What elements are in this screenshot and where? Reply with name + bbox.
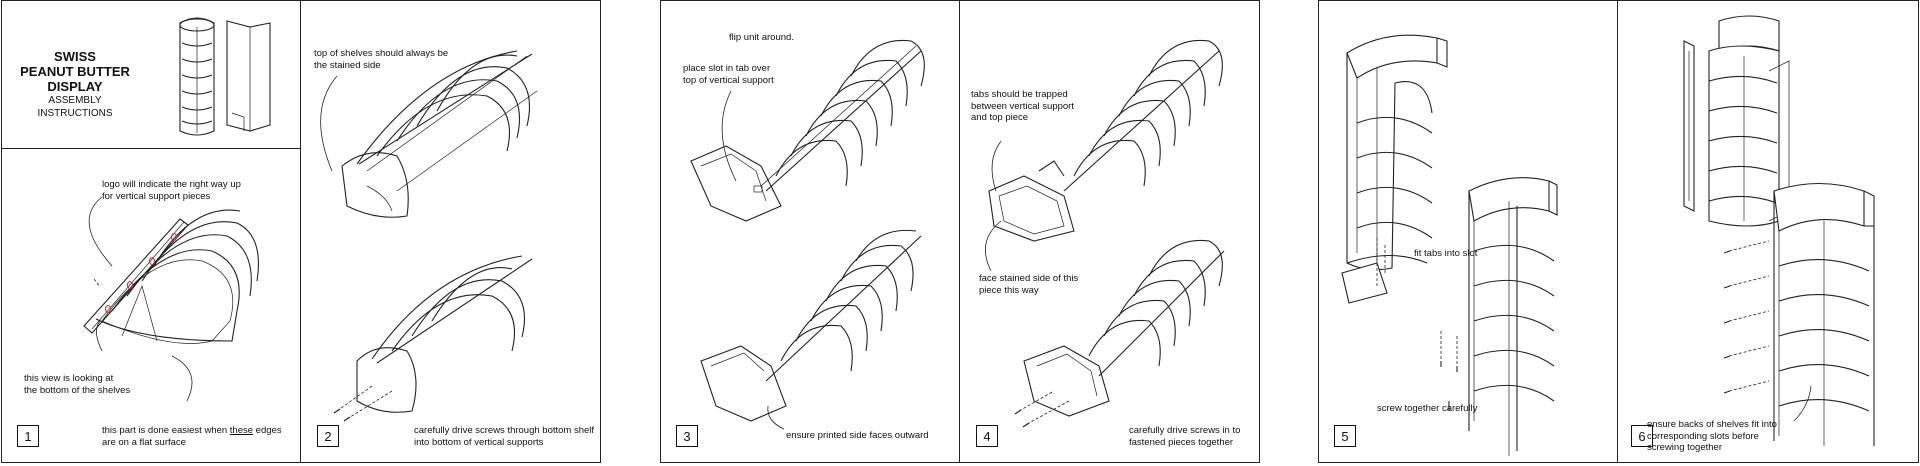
note-bottom-view: this view is looking at the bottom of th… [24, 373, 131, 396]
step4-illustration-top [988, 39, 1223, 242]
title-line-2: PEANUT BUTTER [20, 64, 130, 79]
step4-leaders [984, 140, 1002, 272]
step-number-1: 1 [17, 425, 39, 447]
step6-illustration-exploded [1683, 15, 1790, 227]
sheet2-column-divider [959, 1, 960, 462]
note-backs-slots: ensure backs of shelves fit into corresp… [1647, 419, 1777, 453]
step3-bottom-leader [767, 405, 785, 430]
note-drive-screws-bottom: carefully drive screws through bottom sh… [414, 425, 595, 448]
step2-illustration-top [341, 50, 538, 218]
title-line-3: DISPLAY [47, 79, 103, 94]
note-flip-unit: flip unit around. [729, 32, 794, 43]
title-line-1: SWISS [54, 49, 96, 64]
instruction-sheet-2: flip unit around. place slot in tab over… [660, 0, 1260, 463]
note-drive-screws-fasten: carefully drive screws in to fastened pi… [1129, 425, 1241, 448]
sheet1-column-divider [300, 1, 301, 462]
step3-illustration-top [690, 39, 925, 222]
step6-leader [1793, 385, 1812, 422]
step1-leader-lines [88, 196, 193, 402]
title-block: SWISS PEANUT BUTTER DISPLAY ASSEMBLY INS… [20, 49, 130, 120]
step3-illustration-bottom [700, 229, 922, 422]
note-stained-side: top of shelves should always be the stai… [314, 48, 449, 71]
note-logo: logo will indicate the right way up for … [102, 179, 241, 202]
step5-illustration-tower [1341, 34, 1448, 304]
instruction-sheet-3: fit tabs into slot screw together carefu… [1318, 0, 1919, 463]
note-place-slot: place slot in tab over top of vertical s… [683, 63, 774, 86]
step-number-3: 3 [676, 425, 698, 447]
display-thumbnail [179, 17, 271, 136]
step2-illustration-bottom [333, 255, 533, 422]
step3-leader [721, 90, 737, 182]
step-number-4: 4 [976, 425, 998, 447]
note-screw-together: screw together carefully [1377, 403, 1478, 414]
step-number-2: 2 [317, 425, 339, 447]
note-flat-underlined: these [229, 425, 254, 436]
note-face-stained: face stained side of this piece this way [979, 273, 1079, 296]
step5-illustration-lower [1440, 177, 1558, 456]
instruction-sheet-1: SWISS PEANUT BUTTER DISPLAY ASSEMBLY INS… [1, 0, 601, 463]
note-flat-surface: this part is done easiest when these edg… [102, 425, 282, 448]
title-subtitle: ASSEMBLY INSTRUCTIONS [37, 95, 113, 119]
note-printed-side: ensure printed side faces outward [786, 430, 929, 441]
step6-illustration-assembled [1723, 182, 1875, 446]
step1-illustration [83, 209, 259, 344]
sheet3-column-divider [1617, 1, 1618, 462]
step4-illustration-bottom [1014, 239, 1225, 428]
step-number-6: 6 [1631, 425, 1653, 447]
note-fit-tabs: fit tabs into slot [1414, 248, 1478, 259]
step-number-5: 5 [1334, 425, 1356, 447]
note-tabs-trapped: tabs should be trapped between vertical … [971, 89, 1074, 123]
sheet1-title-divider [2, 148, 300, 149]
step2-leader-line [320, 75, 338, 172]
